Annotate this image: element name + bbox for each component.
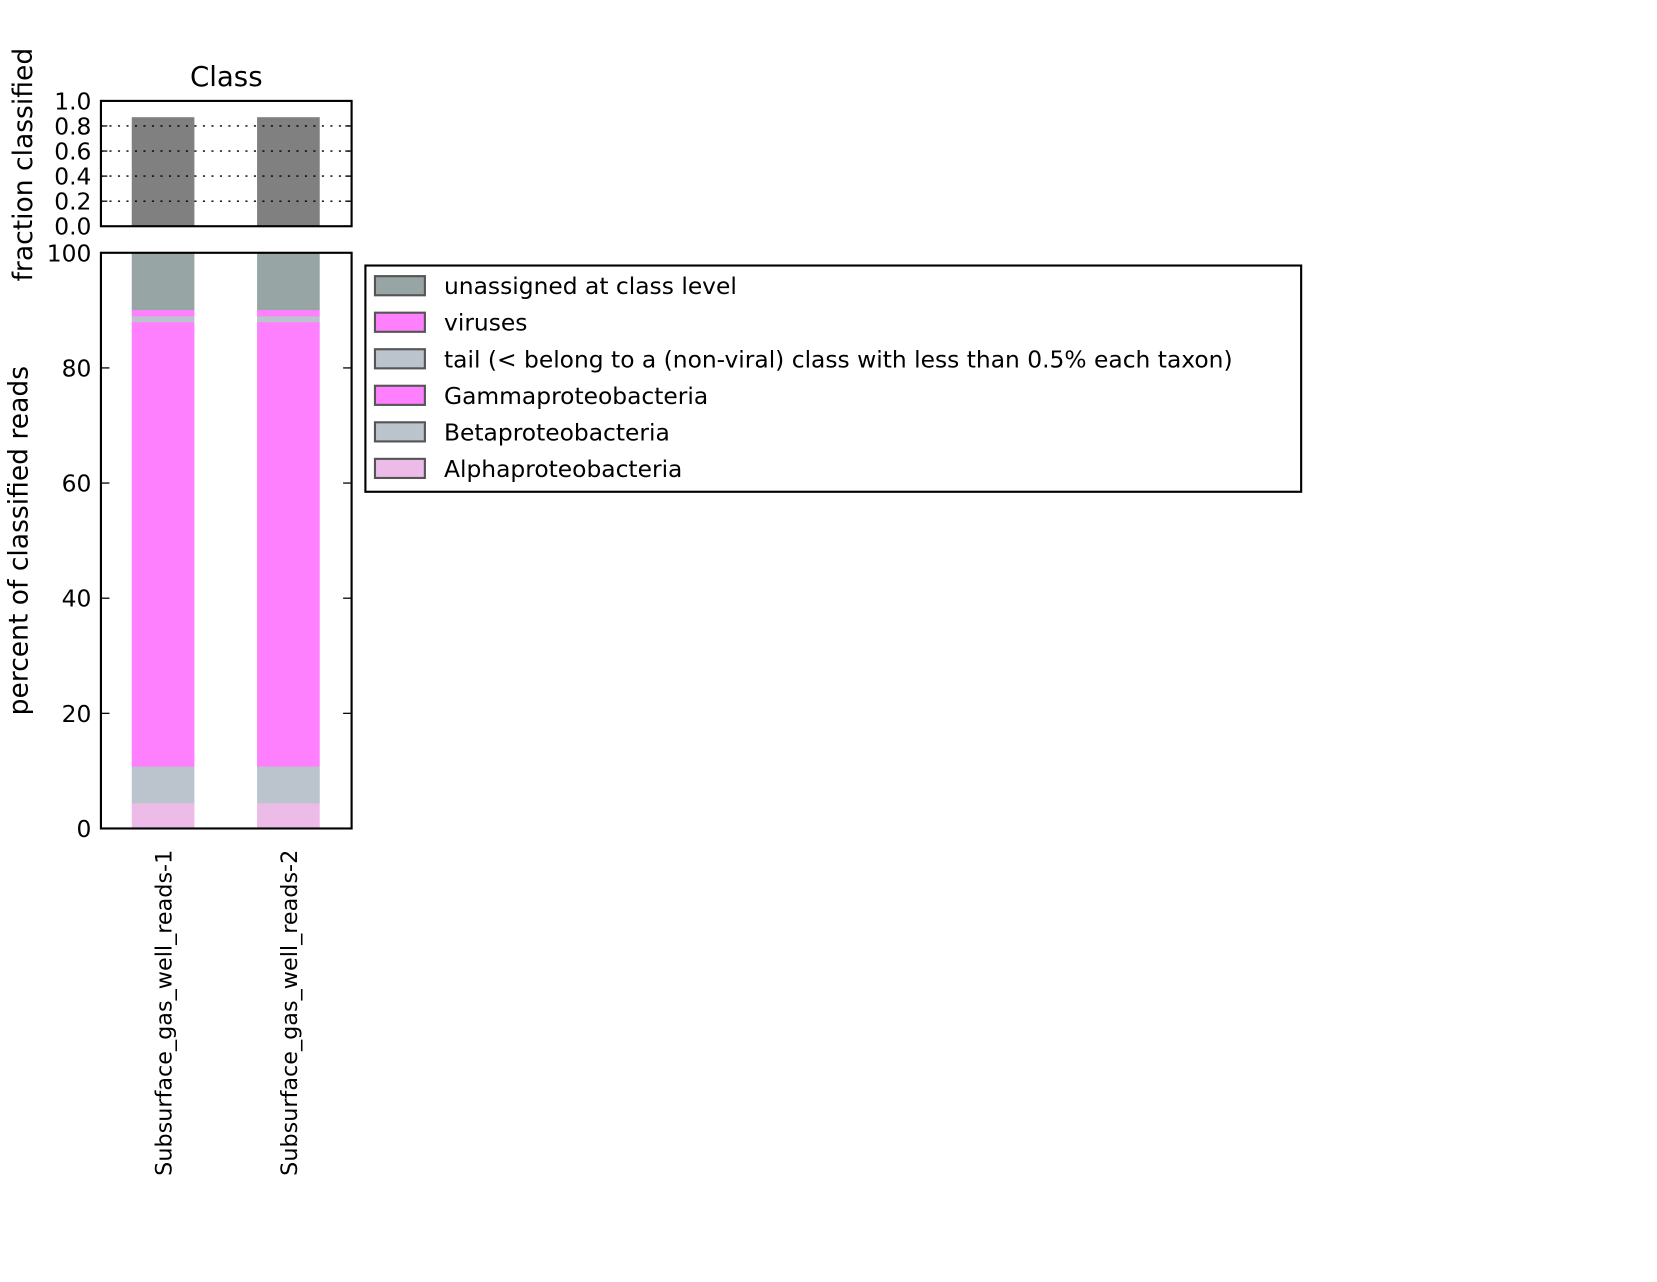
stacked-segment-unassigned [257, 252, 320, 311]
x-tick-label: Subsurface_gas_well_reads-2 [277, 850, 303, 1176]
top-y-axis-label: fraction classified [8, 48, 39, 282]
y-tick-label: 0 [77, 815, 92, 843]
legend-swatch [373, 275, 426, 297]
chart-title: Class [190, 60, 263, 93]
y-tick-label: 0.0 [54, 213, 91, 241]
legend-label: unassigned at class level [444, 272, 737, 300]
legend-swatch [373, 457, 426, 480]
fraction-bar [257, 117, 320, 227]
y-tick-label: 0.6 [54, 138, 91, 166]
x-tick-label: Subsurface_gas_well_reads-1 [152, 850, 178, 1176]
y-tick-label: 1.0 [54, 87, 91, 115]
y-tick-label: 100 [47, 239, 92, 267]
y-tick-label: 20 [62, 700, 92, 728]
stacked-segment-viruses [257, 309, 320, 317]
fraction-bar [131, 117, 195, 227]
stacked-segment-unassigned [131, 252, 195, 311]
legend-label: tail (< belong to a (non-viral) class wi… [444, 345, 1233, 373]
stacked-segment-tail [131, 316, 195, 323]
y-tick-label: 40 [62, 585, 92, 613]
stacked-segment-gammaproteobacteria [257, 321, 320, 767]
bottom-axes-frame [99, 251, 353, 830]
stacked-segment-alphaproteobacteria [131, 803, 195, 829]
bottom-y-axis-label: percent of classified reads [4, 366, 35, 715]
y-tick-label: 0.8 [54, 112, 91, 140]
stacked-segment-alphaproteobacteria [257, 803, 320, 829]
legend-swatch [373, 421, 426, 443]
top-axes-frame [99, 99, 353, 228]
legend-label: Gammaproteobacteria [444, 382, 708, 410]
stacked-segment-tail [257, 316, 320, 323]
legend-swatch [373, 384, 426, 406]
y-tick-label: 60 [62, 470, 92, 498]
legend-box [364, 264, 1303, 493]
legend-label: viruses [444, 309, 527, 337]
y-tick-label: 80 [62, 354, 92, 382]
stacked-segment-gammaproteobacteria [131, 321, 195, 767]
y-tick-label: 0.2 [54, 188, 91, 216]
legend-label: Betaproteobacteria [444, 418, 670, 446]
stacked-segment-viruses [131, 309, 195, 317]
y-tick-label: 0.4 [54, 163, 91, 191]
legend-label: Alphaproteobacteria [444, 455, 682, 483]
legend-swatch [373, 348, 426, 370]
legend-swatch [373, 311, 426, 333]
stacked-segment-betaproteobacteria [131, 766, 195, 804]
stacked-segment-betaproteobacteria [257, 766, 320, 804]
